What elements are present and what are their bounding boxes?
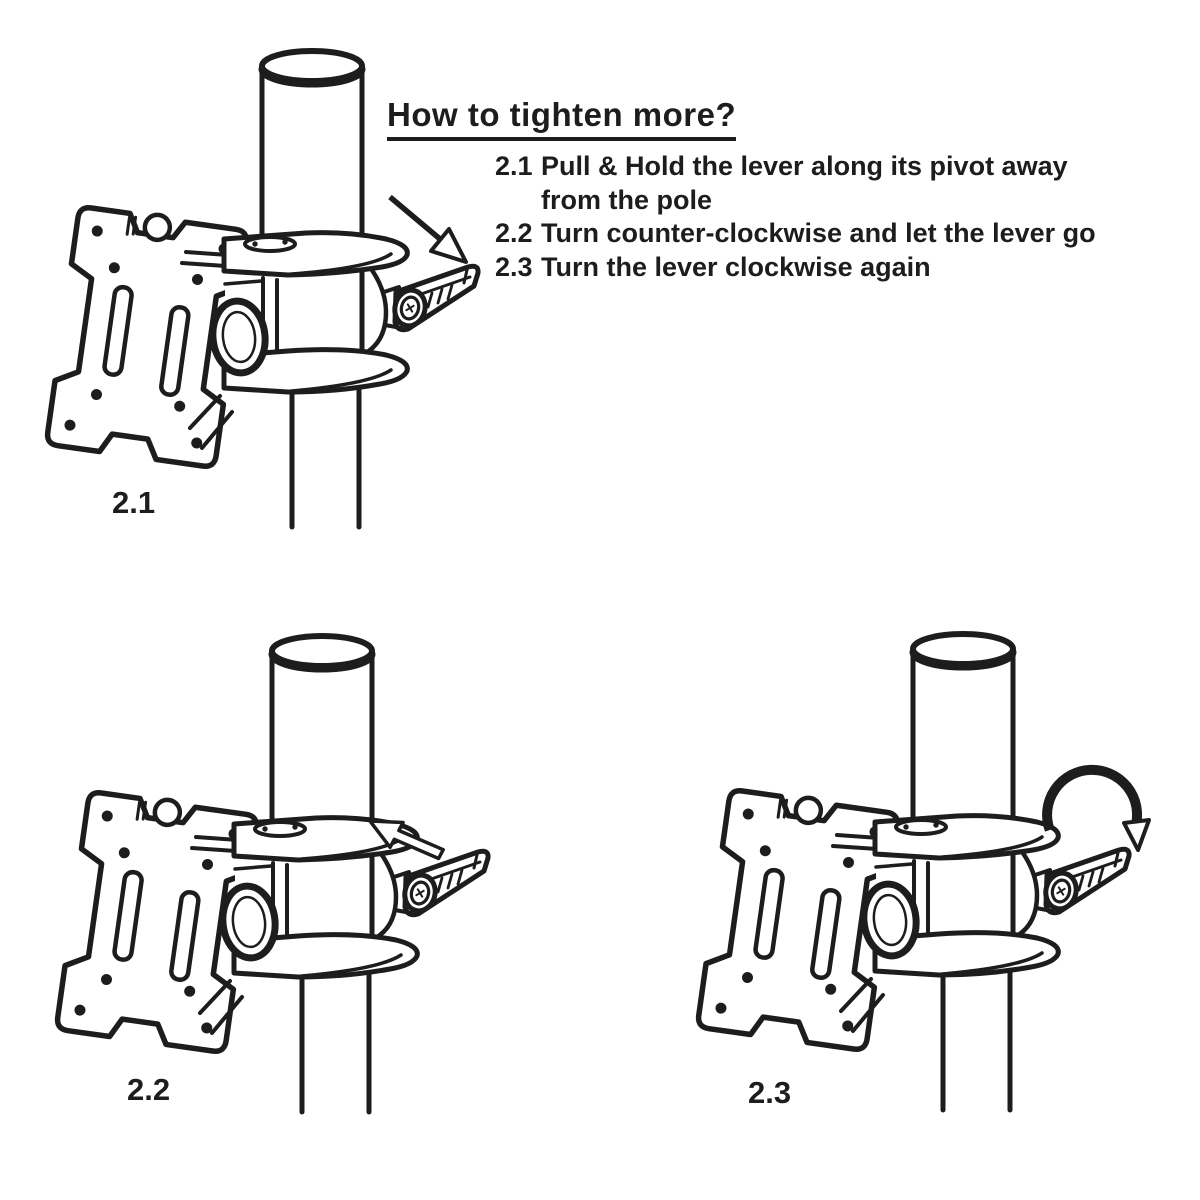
instruction-item: 2.2 Turn counter-clockwise and let the l… — [495, 217, 1096, 251]
illustration-step-2-1 — [40, 40, 520, 600]
instruction-text: Pull & Hold the lever along its pivot aw… — [541, 150, 1068, 217]
pull-arrow-icon — [388, 194, 468, 264]
instruction-line: Turn the lever clockwise again — [541, 251, 931, 282]
instruction-number: 2.2 — [495, 218, 533, 248]
instruction-number: 2.1 — [495, 151, 533, 181]
instruction-item: 2.1 Pull & Hold the lever along its pivo… — [495, 150, 1096, 217]
illustration-step-2-2 — [50, 625, 530, 1185]
clockwise-arrow-icon — [1042, 764, 1151, 852]
instruction-line: Pull & Hold the lever along its pivot aw… — [541, 151, 1068, 181]
panel-label-2-1: 2.1 — [112, 485, 156, 520]
panel-label-2-2: 2.2 — [127, 1072, 171, 1107]
instruction-number: 2.3 — [495, 251, 533, 282]
push-arrow-icon — [368, 819, 445, 861]
instruction-line: Turn counter-clockwise and let the lever… — [541, 218, 1096, 248]
page-title: How to tighten more? — [387, 97, 737, 141]
instruction-line: from the pole — [541, 184, 713, 215]
instruction-list: 2.1 Pull & Hold the lever along its pivo… — [495, 150, 1096, 284]
panel-label-2-3: 2.3 — [748, 1075, 792, 1110]
instruction-text: Turn the lever clockwise again — [541, 251, 931, 285]
instruction-item: 2.3 Turn the lever clockwise again — [495, 251, 1096, 285]
illustration-step-2-3 — [691, 623, 1151, 1183]
instruction-text: Turn counter-clockwise and let the lever… — [541, 217, 1096, 251]
